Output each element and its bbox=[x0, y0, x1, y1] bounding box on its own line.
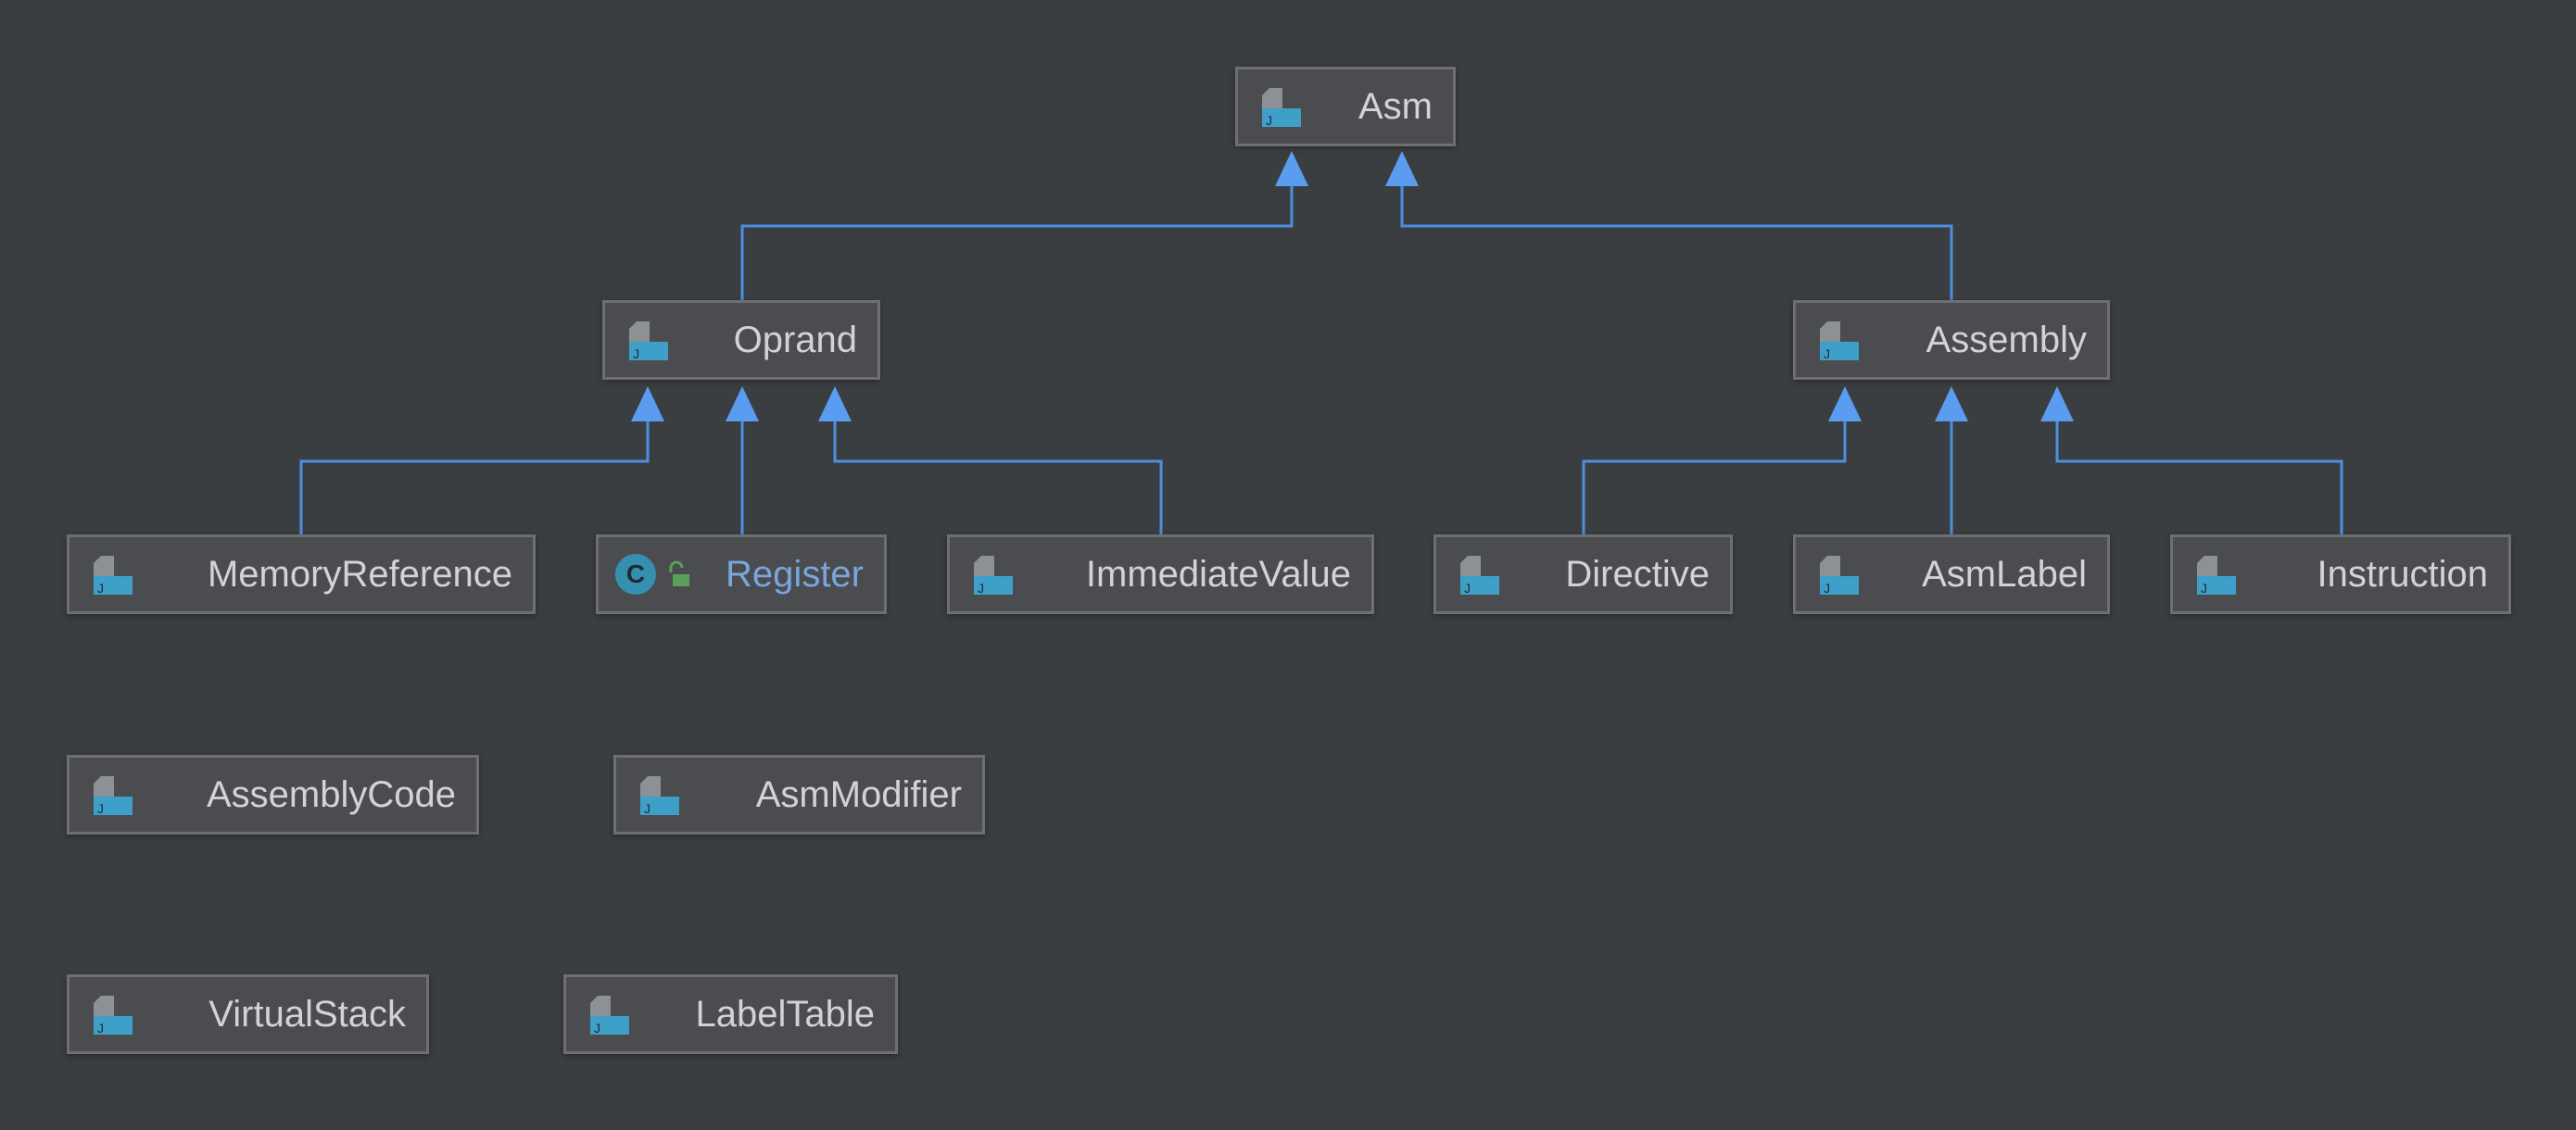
java-file-icon: J bbox=[1262, 88, 1301, 128]
node-instruction[interactable]: J Instruction bbox=[2170, 534, 2511, 614]
node-label: AsmModifier bbox=[755, 773, 962, 815]
arrowhead-oprand-left bbox=[631, 386, 664, 421]
java-file-icon: J bbox=[974, 556, 1013, 596]
edge-memoryreference-oprand bbox=[299, 417, 650, 534]
arrowhead-assembly-mid bbox=[1935, 386, 1968, 421]
node-asmlabel[interactable]: J AsmLabel bbox=[1793, 534, 2110, 614]
java-file-icon: J bbox=[94, 556, 133, 596]
arrowhead-asm-left bbox=[1275, 151, 1308, 186]
edge-oprand-asm bbox=[740, 182, 1294, 300]
arrowhead-assembly-left bbox=[1828, 386, 1862, 421]
arrowhead-asm-right bbox=[1385, 151, 1419, 186]
svg-text:J: J bbox=[1824, 581, 1830, 596]
svg-text:J: J bbox=[633, 346, 639, 361]
edge-instruction-assembly bbox=[2055, 417, 2343, 534]
node-labeltable[interactable]: J LabelTable bbox=[563, 974, 898, 1054]
node-oprand[interactable]: J Oprand bbox=[602, 300, 880, 380]
node-label: MemoryReference bbox=[207, 553, 512, 595]
svg-text:J: J bbox=[1266, 113, 1272, 128]
node-asmmodifier[interactable]: J AsmModifier bbox=[613, 755, 985, 835]
unlock-icon bbox=[669, 560, 689, 586]
node-register[interactable]: C Register bbox=[596, 534, 887, 614]
svg-text:J: J bbox=[1464, 581, 1471, 596]
svg-text:J: J bbox=[2201, 581, 2207, 596]
node-directive[interactable]: J Directive bbox=[1433, 534, 1733, 614]
edge-immediatevalue-oprand bbox=[833, 417, 1163, 534]
node-memoryreference[interactable]: J MemoryReference bbox=[67, 534, 536, 614]
node-label: VirtualStack bbox=[208, 993, 406, 1035]
java-file-icon: J bbox=[2197, 556, 2236, 596]
class-icon-group: C bbox=[615, 554, 691, 595]
java-file-icon: J bbox=[1820, 556, 1859, 596]
java-file-icon: J bbox=[1460, 556, 1499, 596]
java-file-icon: J bbox=[1820, 321, 1859, 361]
svg-text:J: J bbox=[97, 581, 104, 596]
svg-text:J: J bbox=[594, 1021, 600, 1036]
edge-assembly-asm bbox=[1400, 182, 1953, 300]
node-assemblycode[interactable]: J AssemblyCode bbox=[67, 755, 479, 835]
node-label: Asm bbox=[1358, 85, 1433, 127]
node-label: Directive bbox=[1565, 553, 1710, 595]
node-label: ImmediateValue bbox=[1085, 553, 1351, 595]
java-file-icon: J bbox=[94, 996, 133, 1036]
node-label: LabelTable bbox=[695, 993, 876, 1035]
node-label: Instruction bbox=[2317, 553, 2488, 595]
node-label: Assembly bbox=[1926, 319, 2087, 360]
svg-text:J: J bbox=[644, 801, 650, 816]
svg-text:J: J bbox=[978, 581, 984, 596]
node-label: AsmLabel bbox=[1922, 553, 2087, 595]
java-file-icon: J bbox=[629, 321, 668, 361]
node-label: AssemblyCode bbox=[206, 773, 456, 815]
node-virtualstack[interactable]: J VirtualStack bbox=[67, 974, 429, 1054]
arrowhead-oprand-mid bbox=[726, 386, 759, 421]
svg-text:J: J bbox=[97, 801, 104, 816]
java-file-icon: J bbox=[94, 776, 133, 816]
node-immediatevalue[interactable]: J ImmediateValue bbox=[947, 534, 1374, 614]
arrowhead-assembly-right bbox=[2040, 386, 2074, 421]
class-c-icon: C bbox=[615, 554, 656, 595]
edge-directive-assembly bbox=[1582, 417, 1847, 534]
node-asm[interactable]: J Asm bbox=[1235, 67, 1456, 146]
node-label: Register bbox=[726, 553, 864, 595]
java-file-icon: J bbox=[590, 996, 629, 1036]
svg-text:J: J bbox=[97, 1021, 104, 1036]
svg-text:J: J bbox=[1824, 346, 1830, 361]
node-label: Oprand bbox=[733, 319, 857, 360]
arrowhead-oprand-right bbox=[818, 386, 852, 421]
node-assembly[interactable]: J Assembly bbox=[1793, 300, 2110, 380]
java-file-icon: J bbox=[640, 776, 679, 816]
